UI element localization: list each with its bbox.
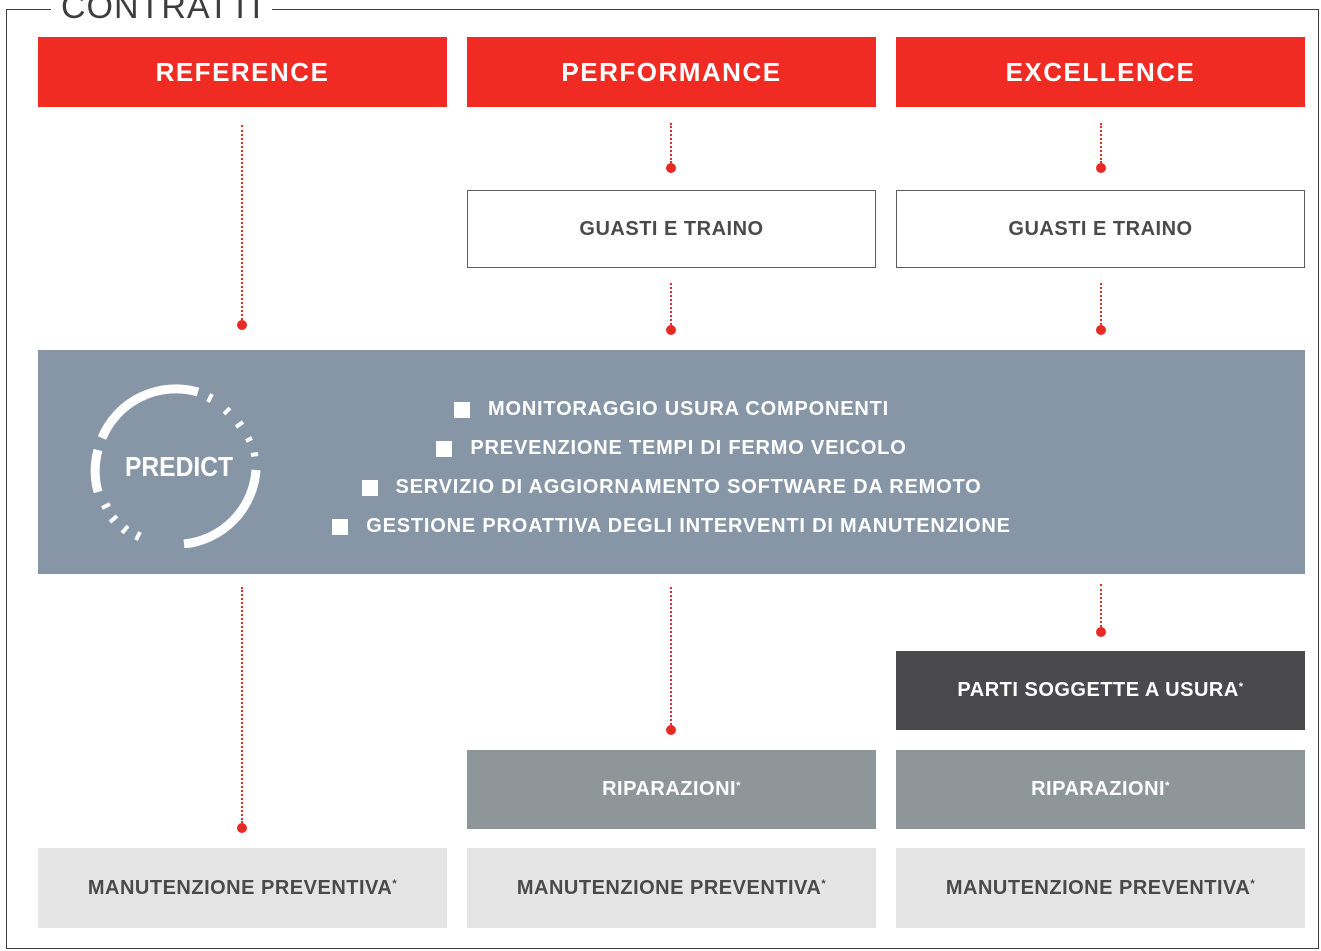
breakdown-towing-excellence: GUASTI E TRAINO (896, 190, 1305, 268)
connector-reference-bottom (236, 587, 248, 833)
maintenance-label: MANUTENZIONE PREVENTIVA (87, 876, 393, 899)
feature-item: MONITORAGGIO USURA COMPONENTI (38, 390, 1305, 429)
feature-item: GESTIONE PROATTIVA DEGLI INTERVENTI DI M… (38, 507, 1305, 546)
connector-excellence-top (1095, 123, 1107, 173)
repairs-performance: RIPARAZIONI* (467, 750, 876, 829)
square-bullet-icon (454, 401, 470, 418)
footnote-mark: * (821, 878, 827, 890)
breakdown-towing-performance: GUASTI E TRAINO (467, 190, 876, 268)
feature-label: GESTIONE PROATTIVA DEGLI INTERVENTI DI M… (366, 515, 1011, 537)
maintenance-performance: MANUTENZIONE PREVENTIVA* (467, 848, 876, 928)
predict-band: PREDICT MONITORAGGIO USURA COMPONENTI PR… (38, 350, 1305, 574)
connector-reference-top (236, 125, 248, 330)
maintenance-label: MANUTENZIONE PREVENTIVA (516, 876, 822, 899)
footnote-mark: * (1250, 878, 1256, 890)
maintenance-excellence: MANUTENZIONE PREVENTIVA* (896, 848, 1305, 928)
connector-performance-mid (665, 283, 677, 335)
square-bullet-icon (332, 518, 349, 535)
wear-parts-excellence: PARTI SOGGETTE A USURA* (896, 651, 1305, 730)
maintenance-reference: MANUTENZIONE PREVENTIVA* (38, 848, 447, 928)
repairs-label: RIPARAZIONI (1031, 778, 1166, 800)
header-performance: PERFORMANCE (467, 37, 876, 107)
connector-performance-top (665, 123, 677, 173)
repairs-label: RIPARAZIONI (602, 778, 737, 800)
feature-label: SERVIZIO DI AGGIORNAMENTO SOFTWARE DA RE… (395, 476, 982, 498)
connector-performance-bottom (665, 587, 677, 735)
header-excellence: EXCELLENCE (896, 37, 1305, 107)
header-reference: REFERENCE (38, 37, 447, 107)
connector-excellence-mid (1095, 283, 1107, 335)
footnote-mark: * (736, 779, 741, 792)
footnote-mark: * (392, 878, 398, 890)
predict-logo: PREDICT (90, 384, 261, 548)
connector-excellence-bottom (1095, 584, 1107, 637)
feature-item: PREVENZIONE TEMPI DI FERMO VEICOLO (38, 429, 1305, 468)
square-bullet-icon (436, 440, 453, 457)
footnote-mark: * (1238, 680, 1244, 693)
feature-label: MONITORAGGIO USURA COMPONENTI (488, 398, 889, 420)
feature-item: SERVIZIO DI AGGIORNAMENTO SOFTWARE DA RE… (38, 468, 1305, 507)
predict-logo-label: PREDICT (125, 451, 233, 482)
square-bullet-icon (361, 479, 378, 496)
wear-parts-label: PARTI SOGGETTE A USURA (957, 679, 1239, 701)
predict-feature-list: MONITORAGGIO USURA COMPONENTI PREVENZION… (38, 390, 1305, 546)
footnote-mark: * (1165, 779, 1170, 792)
contracts-frame: CONTRATTI (6, 0, 1319, 949)
frame-title: CONTRATTI (51, 0, 273, 22)
feature-label: PREVENZIONE TEMPI DI FERMO VEICOLO (470, 437, 907, 459)
maintenance-label: MANUTENZIONE PREVENTIVA (945, 876, 1251, 899)
repairs-excellence: RIPARAZIONI* (896, 750, 1305, 829)
